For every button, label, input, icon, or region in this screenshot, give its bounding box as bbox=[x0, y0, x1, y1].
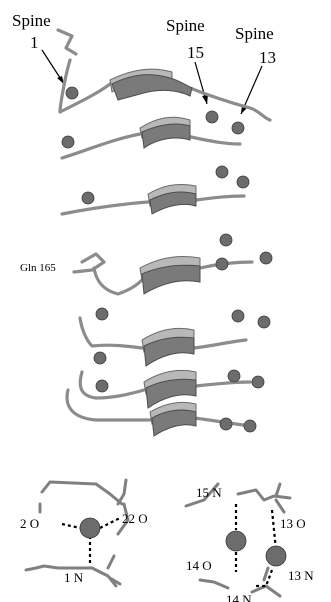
gln-165-label: Gln 165 bbox=[20, 262, 56, 274]
water-sphere bbox=[252, 376, 264, 388]
left-atom-1n: 1 N bbox=[64, 570, 84, 585]
right-atom-15n: 15 N bbox=[196, 485, 222, 500]
water-sphere bbox=[258, 316, 270, 328]
water-sphere bbox=[82, 192, 94, 204]
spine-15-label-number: 15 bbox=[187, 43, 204, 62]
water-sphere bbox=[206, 111, 218, 123]
spine-15-arrowhead bbox=[202, 95, 208, 104]
strand-layer-1 bbox=[58, 30, 270, 120]
water-sphere bbox=[260, 252, 272, 264]
water-sphere bbox=[244, 420, 256, 432]
spine-15-label-word: Spine bbox=[166, 16, 205, 35]
water-sphere bbox=[216, 166, 228, 178]
detail-panel-left: 2 O 22 O 1 N bbox=[20, 480, 148, 586]
spine-1-label-number: 1 bbox=[30, 33, 39, 52]
spine-1-label-word: Spine bbox=[12, 11, 51, 30]
layer-1-tail-tube bbox=[190, 88, 270, 120]
right-water-sphere-upper bbox=[226, 531, 246, 551]
right-atom-14o: 14 O bbox=[186, 558, 212, 573]
water-sphere bbox=[232, 310, 244, 322]
water-sphere bbox=[232, 122, 244, 134]
right-atom-13n: 13 N bbox=[288, 568, 314, 583]
right-atom-14n: 14 N bbox=[226, 592, 252, 602]
detail-panel-right: 15 N 13 O 14 O 13 N 14 N bbox=[186, 484, 314, 602]
water-sphere bbox=[62, 136, 74, 148]
left-atom-2o: 2 O bbox=[20, 516, 39, 531]
strand-layer-2 bbox=[62, 117, 240, 158]
right-water-sphere-lower bbox=[266, 546, 286, 566]
water-sphere bbox=[228, 370, 240, 382]
water-sphere bbox=[96, 380, 108, 392]
left-water-sphere bbox=[80, 518, 100, 538]
spine-1-sidechain-tube bbox=[58, 30, 110, 112]
spine-13-label-word: Spine bbox=[235, 24, 274, 43]
water-sphere bbox=[220, 234, 232, 246]
water-sphere bbox=[220, 418, 232, 430]
water-sphere bbox=[237, 176, 249, 188]
water-sphere bbox=[216, 258, 228, 270]
water-sphere bbox=[94, 352, 106, 364]
left-atom-22o: 22 O bbox=[122, 511, 148, 526]
right-atom-13o: 13 O bbox=[280, 516, 306, 531]
water-sphere bbox=[96, 308, 108, 320]
water-sphere bbox=[66, 87, 78, 99]
spine-13-label-number: 13 bbox=[259, 48, 276, 67]
